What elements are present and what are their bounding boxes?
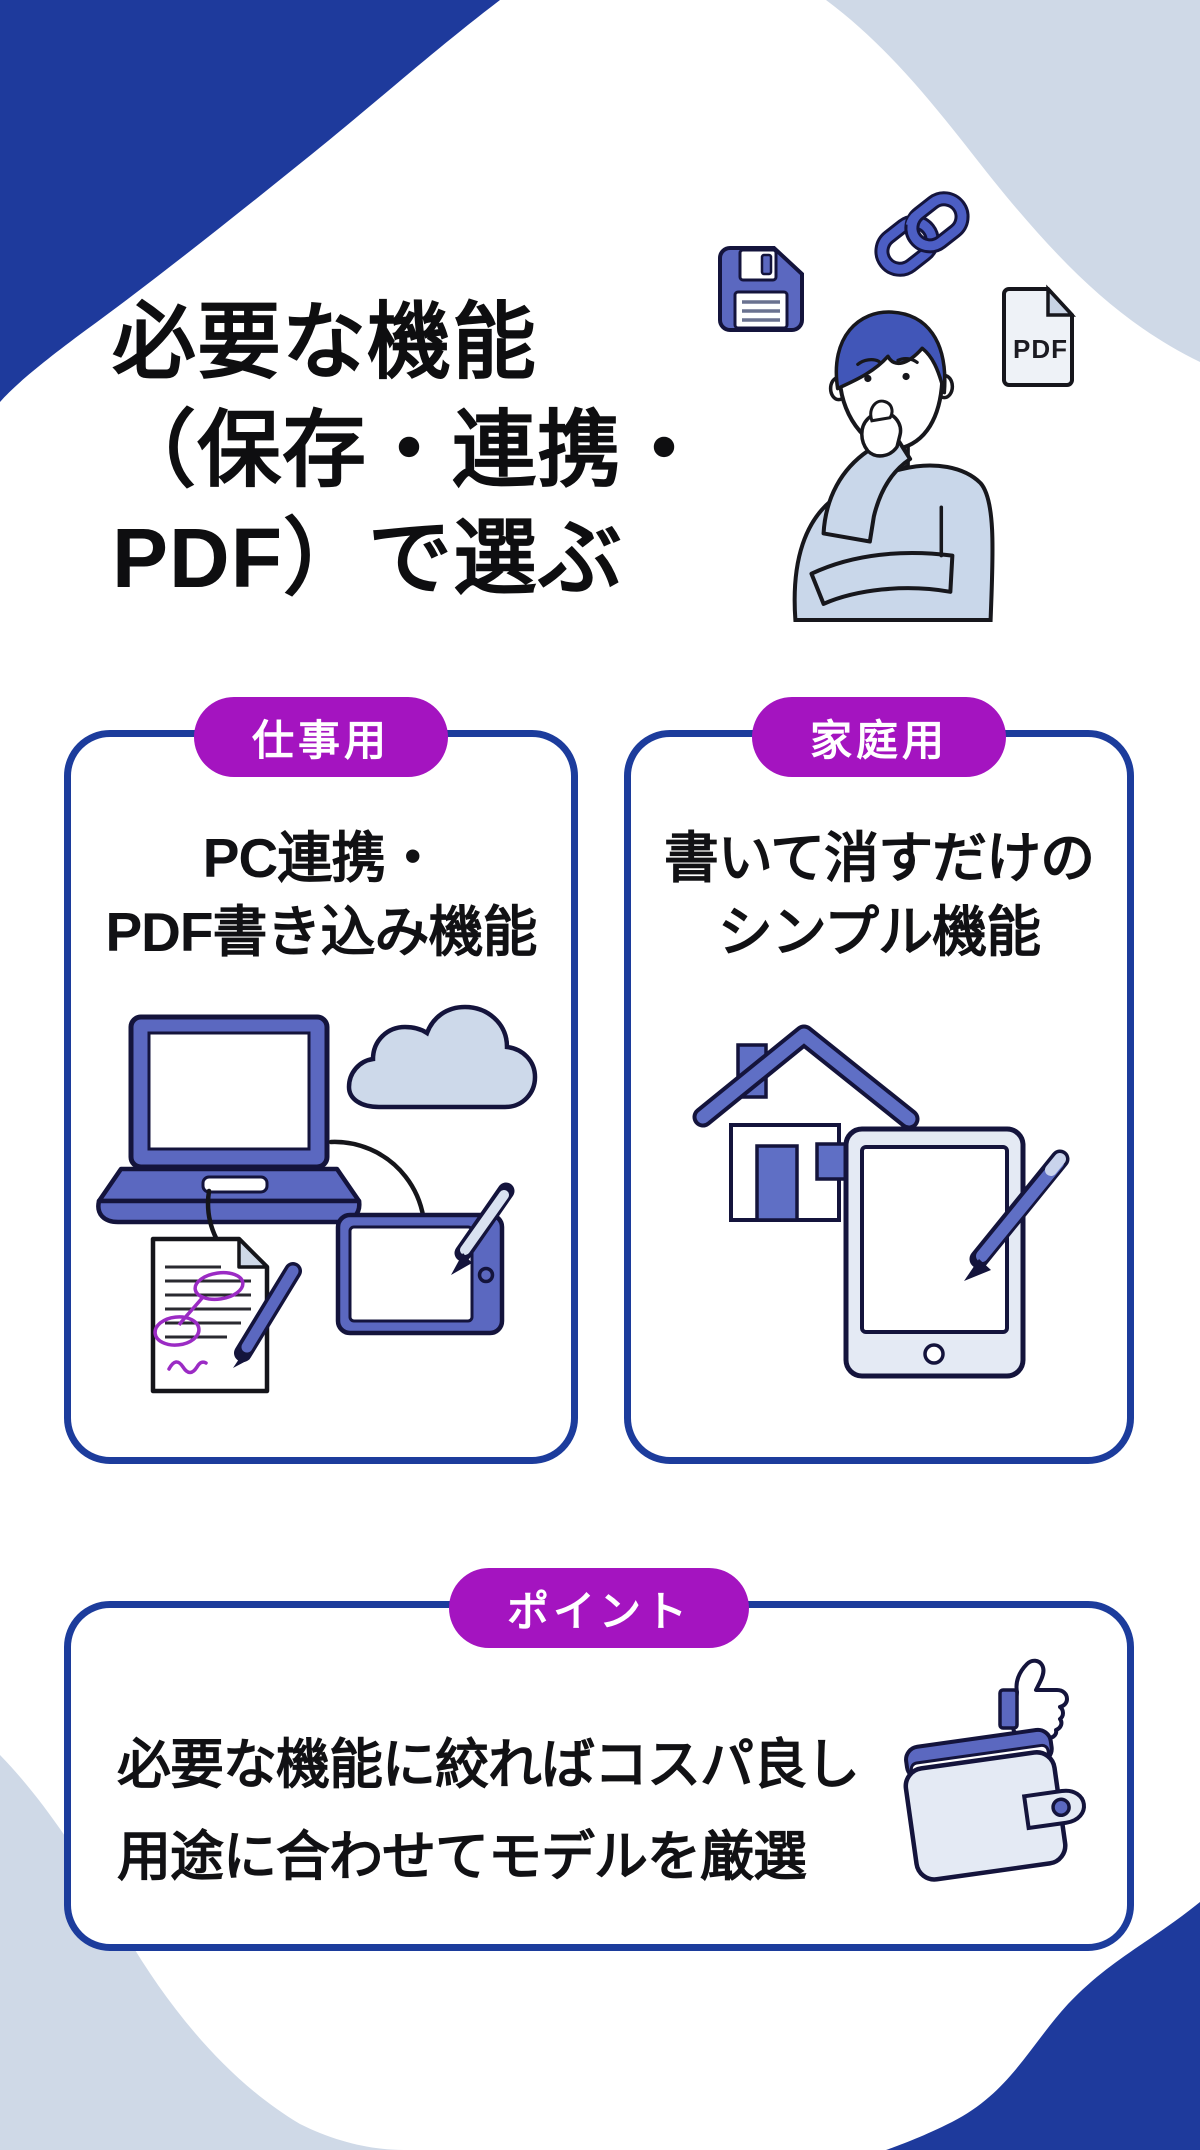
pdf-icon-label: PDF (1013, 334, 1068, 364)
tablet-icon (843, 1126, 1026, 1379)
card-home-heading: 書いて消すだけの シンプル機能 (663, 827, 1095, 964)
badge-home: 家庭用 (751, 697, 1007, 777)
wallet-thumbs-up-illustration (903, 1658, 1086, 1882)
blob-top-right (826, 0, 1200, 362)
floppy-disk-icon (718, 246, 804, 332)
stylus-icon (964, 1149, 1070, 1281)
wallet-icon (903, 1727, 1086, 1882)
house-tablet-illustration (692, 1024, 1070, 1379)
blob-bottom-right (886, 1902, 1200, 2150)
page-title: 必要な機能 （保存・連携・ PDF）で選ぶ (112, 295, 708, 606)
link-icon (874, 191, 970, 277)
pdf-file-icon: PDF (1002, 284, 1076, 387)
house-icon (692, 1024, 920, 1222)
cloud-icon (346, 1004, 538, 1110)
card-work: 仕事用 PC連携・ PDF書き込み機能 (64, 697, 578, 1464)
thumbs-up-icon (998, 1658, 1069, 1740)
card-work-heading: PC連携・ PDF書き込み機能 (105, 827, 537, 964)
badge-work: 仕事用 (193, 697, 449, 777)
laptop-cloud-document-tablet-illustration (96, 1004, 538, 1394)
badge-point: ポイント (448, 1568, 750, 1648)
thinking-person-illustration (792, 310, 995, 622)
card-home: 家庭用 書いて消すだけの シンプル機能 (624, 697, 1134, 1464)
point-text: 必要な機能に絞ればコスパ良し 用途に合わせてモデルを厳選 (117, 1735, 860, 1887)
card-point: ポイント 必要な機能に絞ればコスパ良し 用途に合わせてモデルを厳選 (64, 1568, 1134, 1951)
blob-top-left (0, 0, 500, 402)
blob-bottom-left (0, 1755, 404, 2150)
annotated-document-icon (150, 1236, 302, 1394)
laptop-icon (96, 1014, 362, 1225)
tablet-stylus-icon (335, 1182, 515, 1336)
